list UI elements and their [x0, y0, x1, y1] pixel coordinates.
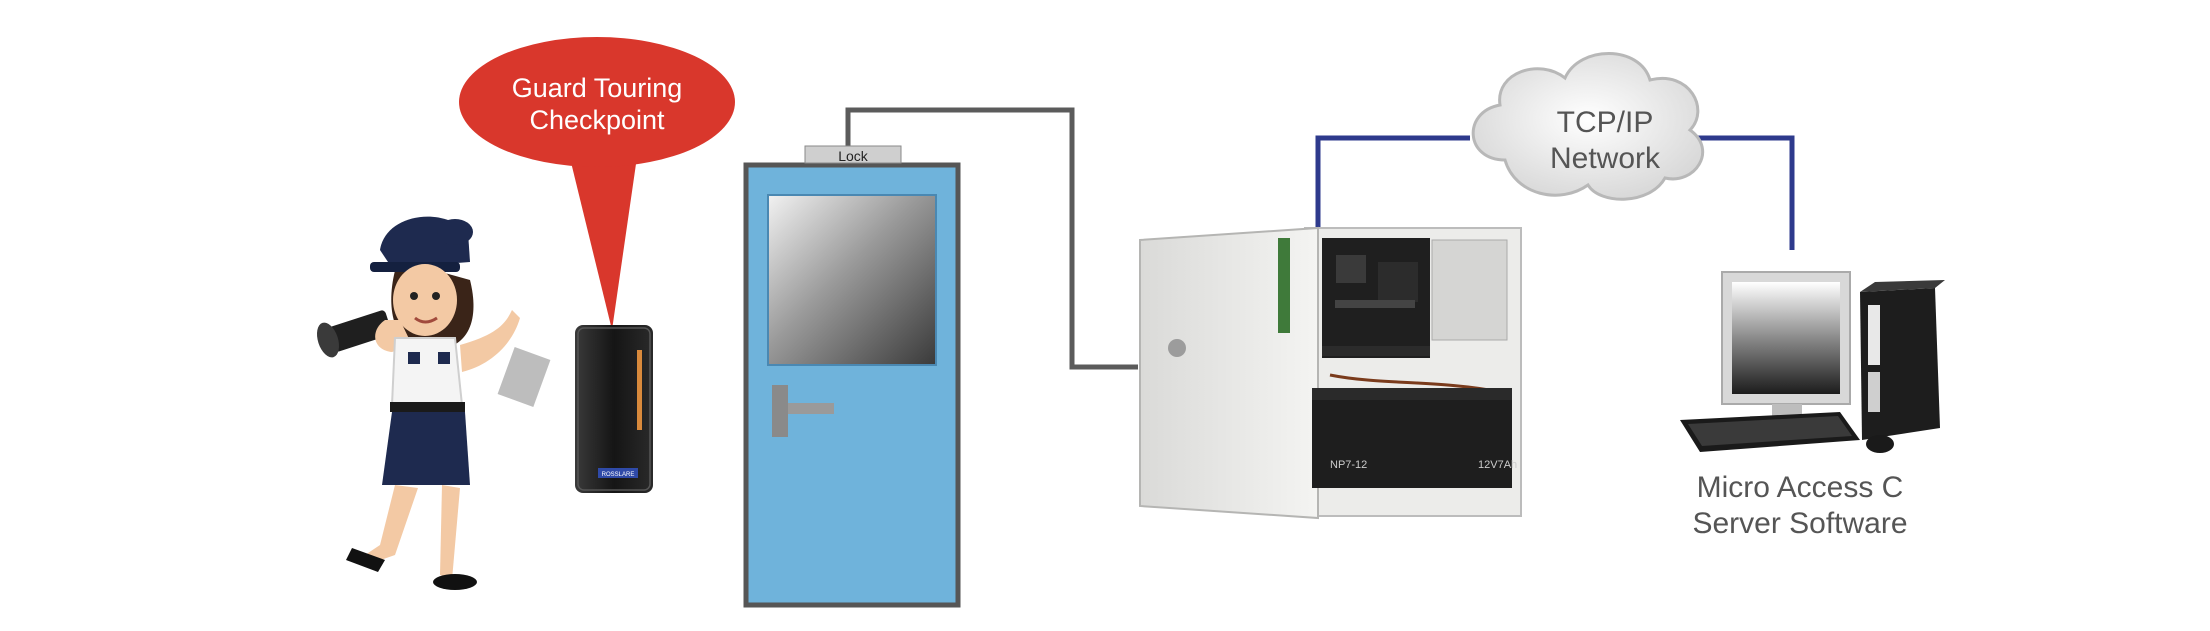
tcp-ip-cloud: [1471, 52, 1704, 201]
network-connection-left: [1315, 135, 1470, 228]
network-label-line2: Network: [1549, 142, 1661, 175]
battery-rating: 12V7Ah: [1478, 459, 1517, 471]
checkpoint-label-line2: Checkpoint: [529, 105, 665, 136]
clipboard-paper-icon: [497, 347, 551, 407]
network-label-line1: TCP/IP: [1556, 106, 1654, 139]
network-label: TCP/IP Network: [1480, 105, 1730, 177]
battery-model: NP7-12: [1330, 459, 1367, 471]
lock-label: Lock: [838, 148, 868, 164]
software-label-line2: Server Software: [1692, 507, 1908, 540]
checkpoint-speech-bubble: [459, 37, 735, 330]
software-label: Micro Access C Server Software: [1660, 470, 1940, 542]
reader-badge: ROSSLARE: [602, 472, 635, 478]
flashlight-icon: [316, 310, 392, 358]
lock-wire: [845, 107, 1138, 370]
door-handle: [772, 385, 834, 437]
network-connection-right: [1672, 135, 1795, 250]
checkpoint-label-line1: Guard Touring: [511, 73, 683, 103]
checkpoint-label: Guard Touring Checkpoint: [452, 72, 742, 137]
server-computer: [1680, 271, 1945, 453]
card-reader: ROSSLARE: [575, 325, 653, 493]
security-guard-illustration: [316, 216, 551, 590]
software-label-line1: Micro Access C: [1696, 471, 1904, 504]
door: [743, 162, 961, 608]
access-controller-cabinet: NP7-12 12V7Ah: [1139, 226, 1522, 520]
lock-block: [804, 145, 902, 164]
